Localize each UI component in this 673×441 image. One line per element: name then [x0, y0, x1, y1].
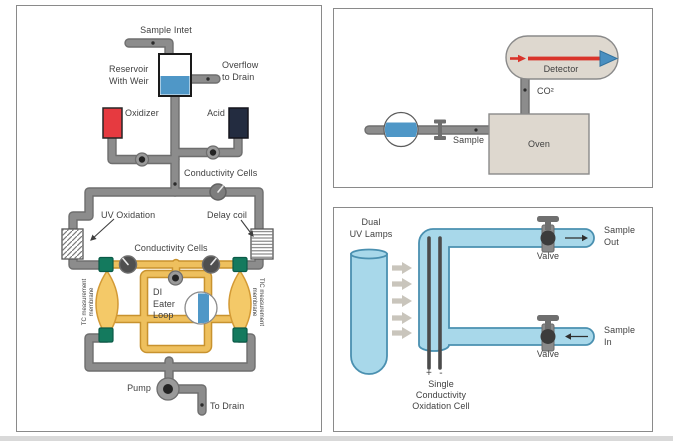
valve-bottom — [537, 315, 559, 352]
conductivity-gauge-right — [201, 255, 221, 274]
valve-top-label: Valve — [536, 251, 560, 261]
conductivity-gauge-left — [118, 255, 138, 274]
gray-piping — [68, 38, 264, 416]
detector-box — [505, 35, 619, 80]
overflow-label: Overflow to Drain — [222, 60, 259, 82]
oven-box — [488, 113, 590, 175]
delay-coil-label: Delay coil — [207, 210, 248, 220]
panel-oxidation-cell-diagram: Dual UV Lamps Valve Valve Sample Out Sam… — [333, 207, 653, 432]
acid-bottle — [228, 107, 249, 139]
valve-top — [537, 216, 559, 253]
sample-out-label: Sample Out — [604, 225, 636, 247]
electrode-minus-label: - — [439, 368, 443, 379]
delay-coil-box — [250, 228, 274, 260]
page-bottom-strip — [0, 436, 673, 441]
tic-membrane-right — [228, 269, 252, 339]
dual-uv-lamps-label: Dual UV Lamps — [349, 217, 393, 239]
co2-flow-dot — [523, 88, 527, 92]
valve-bottom-label: Valve — [536, 349, 560, 359]
uv-oxidation-reactor — [61, 228, 84, 260]
detector-label: Detector — [543, 64, 579, 74]
reservoir-with-weir — [158, 53, 192, 97]
uv-light-arrows — [392, 262, 412, 339]
label-arrows — [90, 218, 254, 241]
oxidation-cell-label: Single Conductivity Oxidation Cell — [412, 379, 470, 411]
flow-diagram-graphic — [61, 38, 274, 416]
pump — [156, 377, 180, 401]
di-loop-pump — [184, 291, 218, 325]
green-connectors — [98, 256, 248, 343]
pump-label: Pump — [127, 383, 151, 393]
inline-valve — [434, 119, 446, 140]
oxidation-cell-body — [418, 228, 595, 352]
membrane-left-label: TC measurement membrane — [82, 278, 95, 326]
oxidizer-valve — [134, 152, 150, 167]
electrode-plus-label: + — [426, 368, 432, 379]
flow-arrow-out — [565, 234, 588, 242]
to-drain-label: To Drain — [210, 401, 245, 411]
electrodes — [427, 236, 442, 370]
oxidizer-bottle — [102, 107, 123, 139]
sample-label: Sample — [453, 135, 485, 145]
di-loop-label: DI Eater Loop — [153, 287, 176, 320]
membrane-right-label: TIC measurement membrane — [251, 277, 264, 326]
co2-label: CO² — [537, 86, 554, 96]
sample-inlet-label: Sample Intet — [140, 25, 192, 35]
di-loop-valve — [167, 270, 184, 286]
uv-lamp-tube — [350, 248, 388, 375]
blue-arrowhead-icon — [599, 50, 619, 67]
combustion-diagram-graphic — [364, 35, 619, 175]
oxidizer-label: Oxidizer — [125, 108, 159, 118]
oven-label: Oven — [528, 139, 550, 149]
conductivity-gauge-top — [209, 183, 227, 201]
syringe-injector — [383, 111, 419, 148]
sample-in-label: Sample In — [604, 325, 636, 347]
acid-valve — [205, 145, 221, 160]
sample-flow-dot — [474, 128, 478, 132]
panel-combustion-diagram: Detector CO² Sample Oven — [333, 8, 653, 188]
acid-label: Acid — [207, 108, 225, 118]
uv-oxidation-label: UV Oxidation — [101, 210, 156, 220]
panel-flow-diagram: Sample Intet Reservoir With Weir Overflo… — [16, 5, 322, 432]
red-arrow-icon — [518, 54, 526, 63]
flow-dots — [151, 41, 210, 407]
tc-membrane-left — [95, 269, 119, 339]
conductivity-cells-top-label: Conductivity Cells — [184, 168, 258, 178]
reservoir-label: Reservoir With Weir — [109, 64, 149, 86]
oxidation-cell-graphic — [350, 216, 595, 375]
flow-arrow-in — [565, 333, 588, 340]
conductivity-cells-mid-label: Conductivity Cells — [134, 243, 208, 253]
